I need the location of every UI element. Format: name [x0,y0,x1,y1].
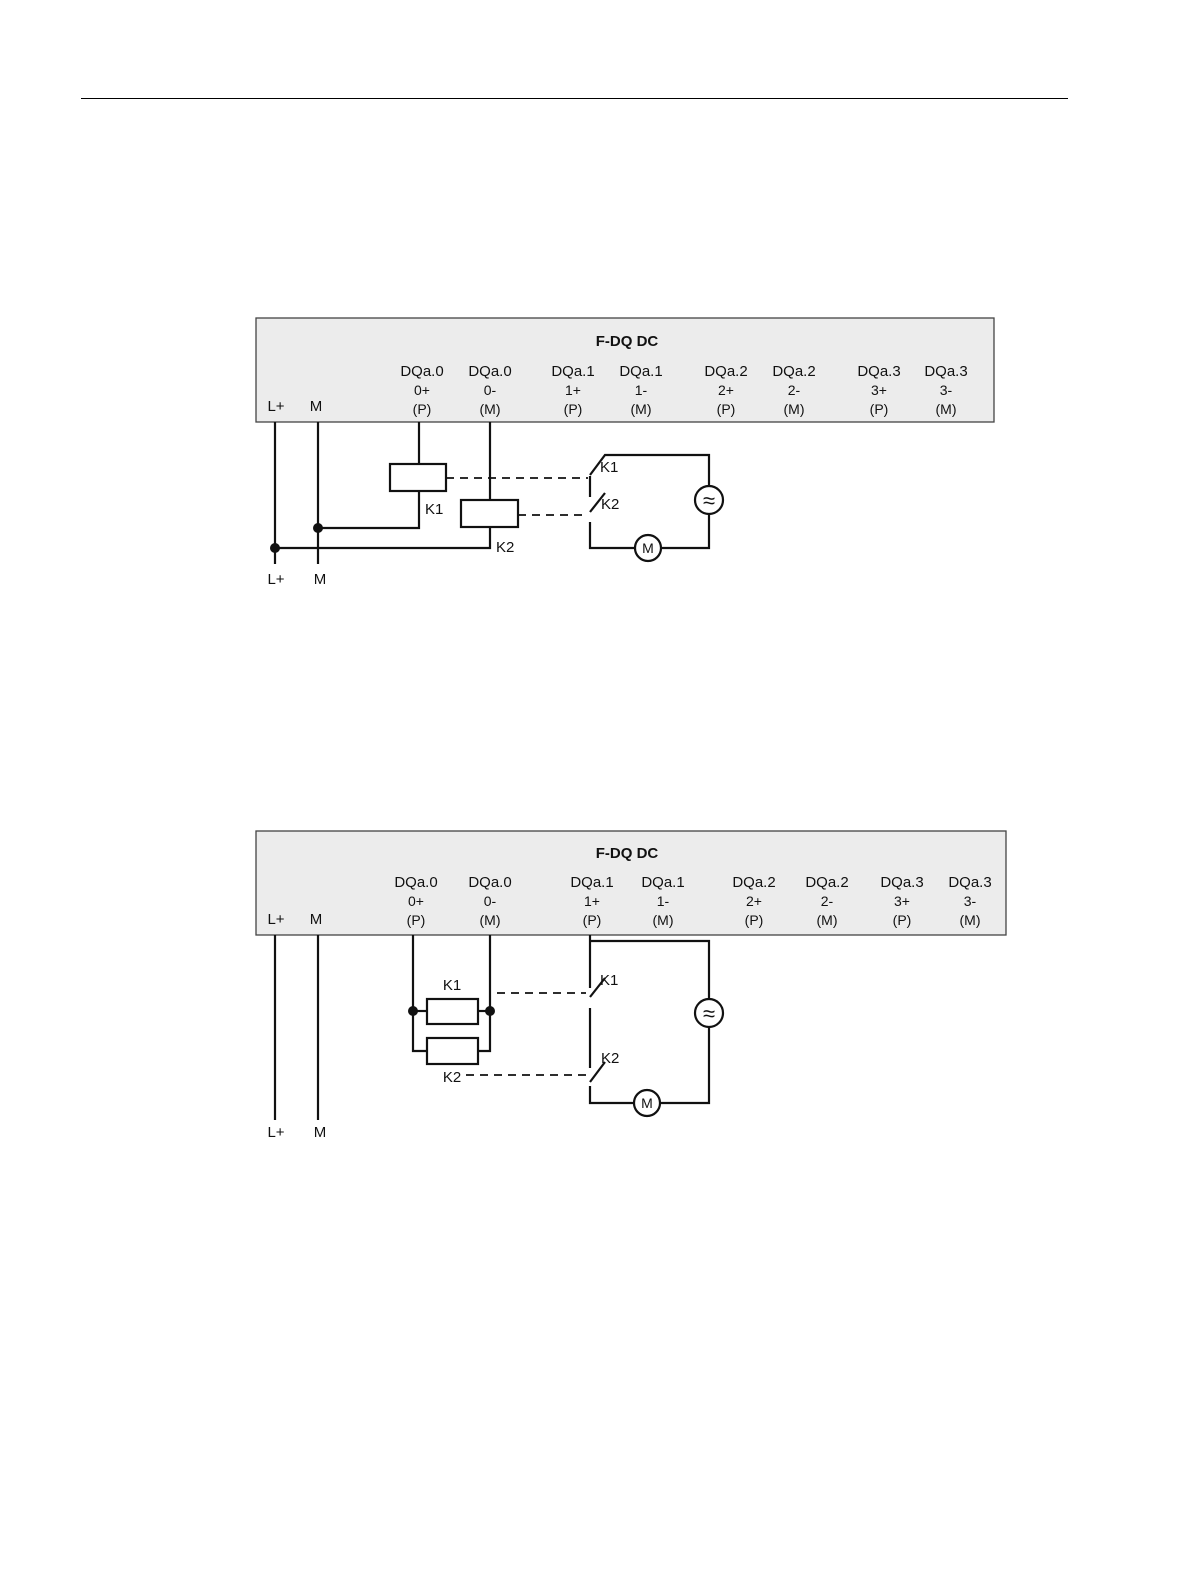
terminal-polarity: (M) [480,912,501,928]
terminal-polarity: (M) [653,912,674,928]
bottom-m-label: M [314,571,327,588]
relay-k1-label: K1 [443,977,461,994]
contact-k1-label: K1 [600,459,618,476]
terminal-pin: 3+ [894,893,910,909]
terminal-pin: 3- [940,382,953,398]
terminal-name: DQa.0 [394,874,437,891]
supply-lplus-label: L+ [267,911,284,928]
terminal-name: DQa.1 [570,874,613,891]
terminal-name: DQa.3 [948,874,991,891]
wiring-diagram-1: F-DQ DC L+ M DQa.0 0+ (P) DQa.0 0- (M) D… [0,300,1191,600]
contact-k2-label: K2 [601,1050,619,1067]
supply-m-label: M [310,911,323,928]
relay-k2-label: K2 [496,539,514,556]
terminal-pin: 2- [788,382,801,398]
terminal-polarity: (M) [936,401,957,417]
terminal-polarity: (P) [745,912,764,928]
terminal-pin: 1- [657,893,670,909]
supply-m-label: M [310,398,323,415]
junction-node [408,1006,418,1016]
relay-coil-k1 [427,999,478,1024]
terminal-name: DQa.1 [641,874,684,891]
terminal-polarity: (P) [564,401,583,417]
terminal-pin: 2- [821,893,834,909]
terminal-name: DQa.0 [400,363,443,380]
terminal-name: DQa.0 [468,363,511,380]
terminal-polarity: (M) [960,912,981,928]
terminal-pin: 1+ [565,382,581,398]
terminal-name: DQa.2 [732,874,775,891]
terminal-polarity: (P) [583,912,602,928]
wire-k2-to-motor [590,1086,634,1103]
terminal-pin: 0- [484,893,497,909]
terminal-pin: 0+ [414,382,430,398]
terminal-pin: 1- [635,382,648,398]
motor-icon: M [641,1095,653,1111]
wire-motor-to-k2 [590,522,635,548]
wire-motor-to-source [660,1027,709,1103]
motor-icon: M [642,540,654,556]
contact-k1-label: K1 [600,972,618,989]
terminal-polarity: (M) [631,401,652,417]
terminal-name: DQa.1 [551,363,594,380]
wiring-diagram-2: F-DQ DC L+ M DQa.0 0+ (P) DQa.0 0- (M) D… [0,815,1191,1150]
wire-source-to-top [590,941,709,999]
wire-source-to-motor [661,514,709,548]
terminal-pin: 3+ [871,382,887,398]
bottom-lplus-label: L+ [267,1124,284,1141]
bottom-m-label: M [314,1124,327,1141]
contact-k2-label: K2 [601,496,619,513]
terminal-name: DQa.1 [619,363,662,380]
terminal-name: DQa.2 [772,363,815,380]
bottom-lplus-label: L+ [267,571,284,588]
terminal-name: DQa.3 [924,363,967,380]
terminal-polarity: (M) [480,401,501,417]
relay-coil-k1 [390,464,446,491]
terminal-polarity: (P) [870,401,889,417]
terminal-name: DQa.3 [857,363,900,380]
terminal-polarity: (P) [413,401,432,417]
relay-k1-label: K1 [425,501,443,518]
terminal-pin: 1+ [584,893,600,909]
terminal-name: DQa.2 [805,874,848,891]
terminal-polarity: (M) [784,401,805,417]
wire-dqa0-p-bus [413,935,427,1051]
relay-coil-k2 [427,1038,478,1064]
terminal-name: DQa.2 [704,363,747,380]
terminal-pin: 0- [484,382,497,398]
junction-node [313,523,323,533]
relay-k2-label: K2 [443,1069,461,1086]
relay-coil-k2 [461,500,518,527]
terminal-pin: 2+ [746,893,762,909]
wire-dqa0-m-bus [478,935,490,1051]
wire-k2-to-lplus [275,527,490,548]
terminal-pin: 0+ [408,893,424,909]
junction-node [485,1006,495,1016]
junction-node [270,543,280,553]
terminal-polarity: (P) [893,912,912,928]
supply-lplus-label: L+ [267,398,284,415]
header-rule [81,98,1068,99]
terminal-name: DQa.0 [468,874,511,891]
terminal-pin: 2+ [718,382,734,398]
module-title: F-DQ DC [596,333,659,350]
terminal-polarity: (M) [817,912,838,928]
terminal-pin: 3- [964,893,977,909]
terminal-polarity: (P) [407,912,426,928]
terminal-name: DQa.3 [880,874,923,891]
module-title: F-DQ DC [596,845,659,862]
ac-source-icon: ≈ [703,488,715,513]
terminal-polarity: (P) [717,401,736,417]
wire-k1-to-m [318,491,419,528]
ac-source-icon: ≈ [703,1001,715,1026]
